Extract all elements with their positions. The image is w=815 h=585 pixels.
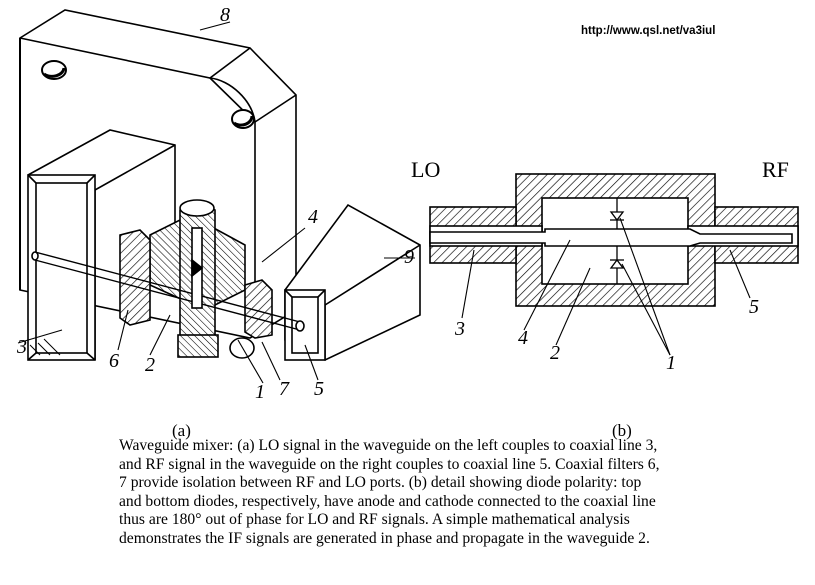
lo-label: LO bbox=[411, 157, 441, 182]
label-1-a: 1 bbox=[255, 381, 265, 403]
panel-a-leaders bbox=[17, 21, 415, 384]
panel-b-leaders bbox=[461, 217, 751, 356]
rf-waveguide bbox=[284, 203, 421, 361]
label-1-b: 1 bbox=[666, 352, 676, 374]
label-2-a: 2 bbox=[145, 354, 155, 376]
label-3-a: 3 bbox=[17, 336, 27, 358]
figure-caption: Waveguide mixer: (a) LO signal in the wa… bbox=[119, 437, 809, 549]
caption-line: and bottom diodes, respectively, have an… bbox=[119, 492, 656, 510]
label-2-b: 2 bbox=[550, 342, 560, 364]
label-5-b: 5 bbox=[749, 296, 759, 318]
caption-line: thus are 180° out of phase for LO and RF… bbox=[119, 511, 630, 529]
panel-b-drawing bbox=[429, 173, 799, 356]
caption-line: 7 provide isolation between RF and LO po… bbox=[119, 474, 642, 492]
mixer-block bbox=[31, 199, 305, 359]
label-4-b: 4 bbox=[518, 327, 528, 349]
panel-a-drawing bbox=[17, 9, 421, 384]
caption-line: and RF signal in the waveguide on the ri… bbox=[119, 455, 660, 473]
label-9: 9 bbox=[404, 246, 414, 268]
label-6: 6 bbox=[109, 350, 119, 372]
panel-label-a: (a) bbox=[172, 421, 191, 440]
caption-line: Waveguide mixer: (a) LO signal in the wa… bbox=[119, 437, 658, 454]
label-8: 8 bbox=[220, 4, 230, 26]
panel-label-b: (b) bbox=[612, 421, 632, 440]
label-5-a: 5 bbox=[314, 378, 324, 400]
label-4-a: 4 bbox=[308, 206, 318, 228]
cross-section-body bbox=[429, 173, 799, 307]
label-7: 7 bbox=[279, 378, 289, 400]
caption-line: demonstrates the IF signals are generate… bbox=[119, 529, 650, 547]
source-url[interactable]: http://www.qsl.net/va3iul bbox=[581, 25, 716, 37]
diode-top bbox=[609, 198, 625, 229]
label-3-b: 3 bbox=[455, 318, 465, 340]
diode-bottom bbox=[609, 246, 625, 284]
rf-label: RF bbox=[762, 157, 789, 182]
